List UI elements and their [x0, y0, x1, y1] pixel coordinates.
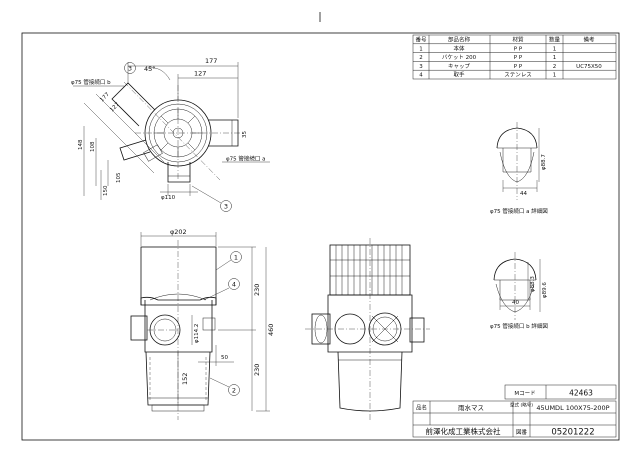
svg-text:P P: P P: [514, 64, 523, 70]
dim-230-lower: 230: [253, 364, 261, 376]
detail-b-caption: φ75 管接続口 b 詳細図: [490, 322, 548, 330]
table-row: 4 取手 ステンレス 1: [419, 71, 556, 79]
svg-text:2: 2: [419, 55, 423, 61]
svg-text:1: 1: [419, 46, 423, 52]
code-value: 42463: [569, 389, 593, 398]
detail-b: φ88.3 φ89.6 40 φ75 管接続口 b 詳細図: [490, 252, 548, 330]
dim-phi114-2: φ114.2: [194, 324, 200, 343]
dim-148: 148: [78, 139, 84, 150]
svg-text:1: 1: [553, 73, 557, 79]
svg-text:キャップ: キャップ: [448, 63, 471, 70]
callout-4: [228, 278, 240, 290]
model-label: 型式 (略号): [510, 402, 533, 409]
drawing-number-label: 図番: [516, 429, 528, 436]
svg-text:ステンレス: ステンレス: [504, 72, 532, 79]
detail-a-caption: φ75 管接続口 a 詳細図: [490, 207, 548, 215]
svg-text:3: 3: [224, 203, 228, 211]
svg-text:P P: P P: [514, 46, 523, 52]
callout-3-bottom: [220, 200, 232, 212]
name-label: 品名: [416, 404, 427, 412]
side-view: [305, 238, 430, 420]
detail-a: φ88.7 44 φ75 管接続口 a 詳細図: [490, 122, 548, 215]
svg-text:1: 1: [553, 55, 557, 61]
callout-3-top: [124, 62, 136, 74]
callout-2: [228, 384, 240, 396]
dim-105: 105: [116, 172, 122, 183]
dim-top-127: 127: [194, 70, 206, 78]
svg-text:3: 3: [128, 65, 132, 73]
dim-35: 35: [242, 131, 248, 138]
top-view: 177 127 45° φ75 管接続口 b φ75 管接続口 a 177 12…: [71, 57, 270, 212]
model-value: 45UMDL 100X75-200P: [536, 404, 609, 412]
dim-150: 150: [103, 185, 109, 196]
callout-1: [230, 251, 242, 263]
svg-text:2: 2: [553, 64, 557, 70]
svg-text:取手: 取手: [453, 71, 465, 79]
svg-text:1: 1: [553, 46, 557, 52]
sheet-frame: [21, 12, 620, 441]
dim-230-upper: 230: [253, 284, 261, 296]
svg-text:4: 4: [419, 73, 423, 79]
dim-152: 152: [181, 373, 189, 385]
detail-a-dim-phi88-7: φ88.7: [541, 154, 547, 170]
table-header-qty: 数量: [549, 36, 561, 44]
table-header-remarks: 備考: [583, 36, 595, 44]
label-port-b: φ75 管接続口 b: [71, 78, 111, 86]
front-view: φ202 230 460 230 φ114.2 50 152 1 4 2: [130, 228, 275, 420]
dim-top-177: 177: [205, 57, 217, 65]
dim-460: 460: [267, 324, 275, 336]
dim-diag-177: 177: [99, 91, 111, 103]
svg-text:バケット 200: バケット 200: [442, 54, 477, 61]
detail-b-dim-phi89-6: φ89.6: [542, 282, 548, 298]
table-row: 1 本体 P P 1: [419, 44, 556, 52]
svg-text:3: 3: [419, 64, 423, 70]
dim-phi202: φ202: [170, 228, 187, 236]
dim-phi110: φ110: [161, 195, 176, 201]
title-block: Mコード 42463 品名 雨水マス 型式 (略号) 45UMDL 100X75…: [412, 384, 617, 438]
detail-b-dim-phi88-3: φ88.3: [530, 276, 536, 292]
detail-a-dim-44: 44: [520, 191, 527, 197]
drawing-number-value: 05201222: [551, 428, 594, 438]
table-header-part-name: 部品名称: [448, 36, 471, 44]
detail-b-dim-40: 40: [512, 300, 519, 306]
parts-table: 番号 部品名称 材質 数量 備考 1 本体 P P 1 2 バケット 200 P…: [412, 34, 617, 80]
svg-text:1: 1: [234, 254, 238, 262]
name-value: 雨水マス: [458, 403, 484, 412]
code-label: Mコード: [514, 390, 535, 397]
label-port-a: φ75 管接続口 a: [226, 155, 266, 163]
svg-text:4: 4: [232, 281, 236, 289]
dim-50: 50: [221, 355, 228, 361]
dim-108: 108: [90, 141, 96, 152]
dim-diag-127: 127: [109, 101, 121, 113]
table-row: 2 バケット 200 P P 1: [419, 54, 556, 61]
company-name: 前澤化成工業株式会社: [426, 426, 501, 436]
svg-text:UC75X50: UC75X50: [576, 64, 602, 70]
svg-text:P P: P P: [514, 55, 523, 61]
dim-angle-45: 45°: [144, 65, 156, 73]
table-header-material: 材質: [512, 36, 524, 44]
svg-text:2: 2: [232, 387, 236, 395]
table-row: 3 キャップ P P 2 UC75X50: [419, 63, 602, 70]
svg-text:本体: 本体: [453, 44, 465, 52]
table-header-no: 番号: [415, 37, 427, 44]
